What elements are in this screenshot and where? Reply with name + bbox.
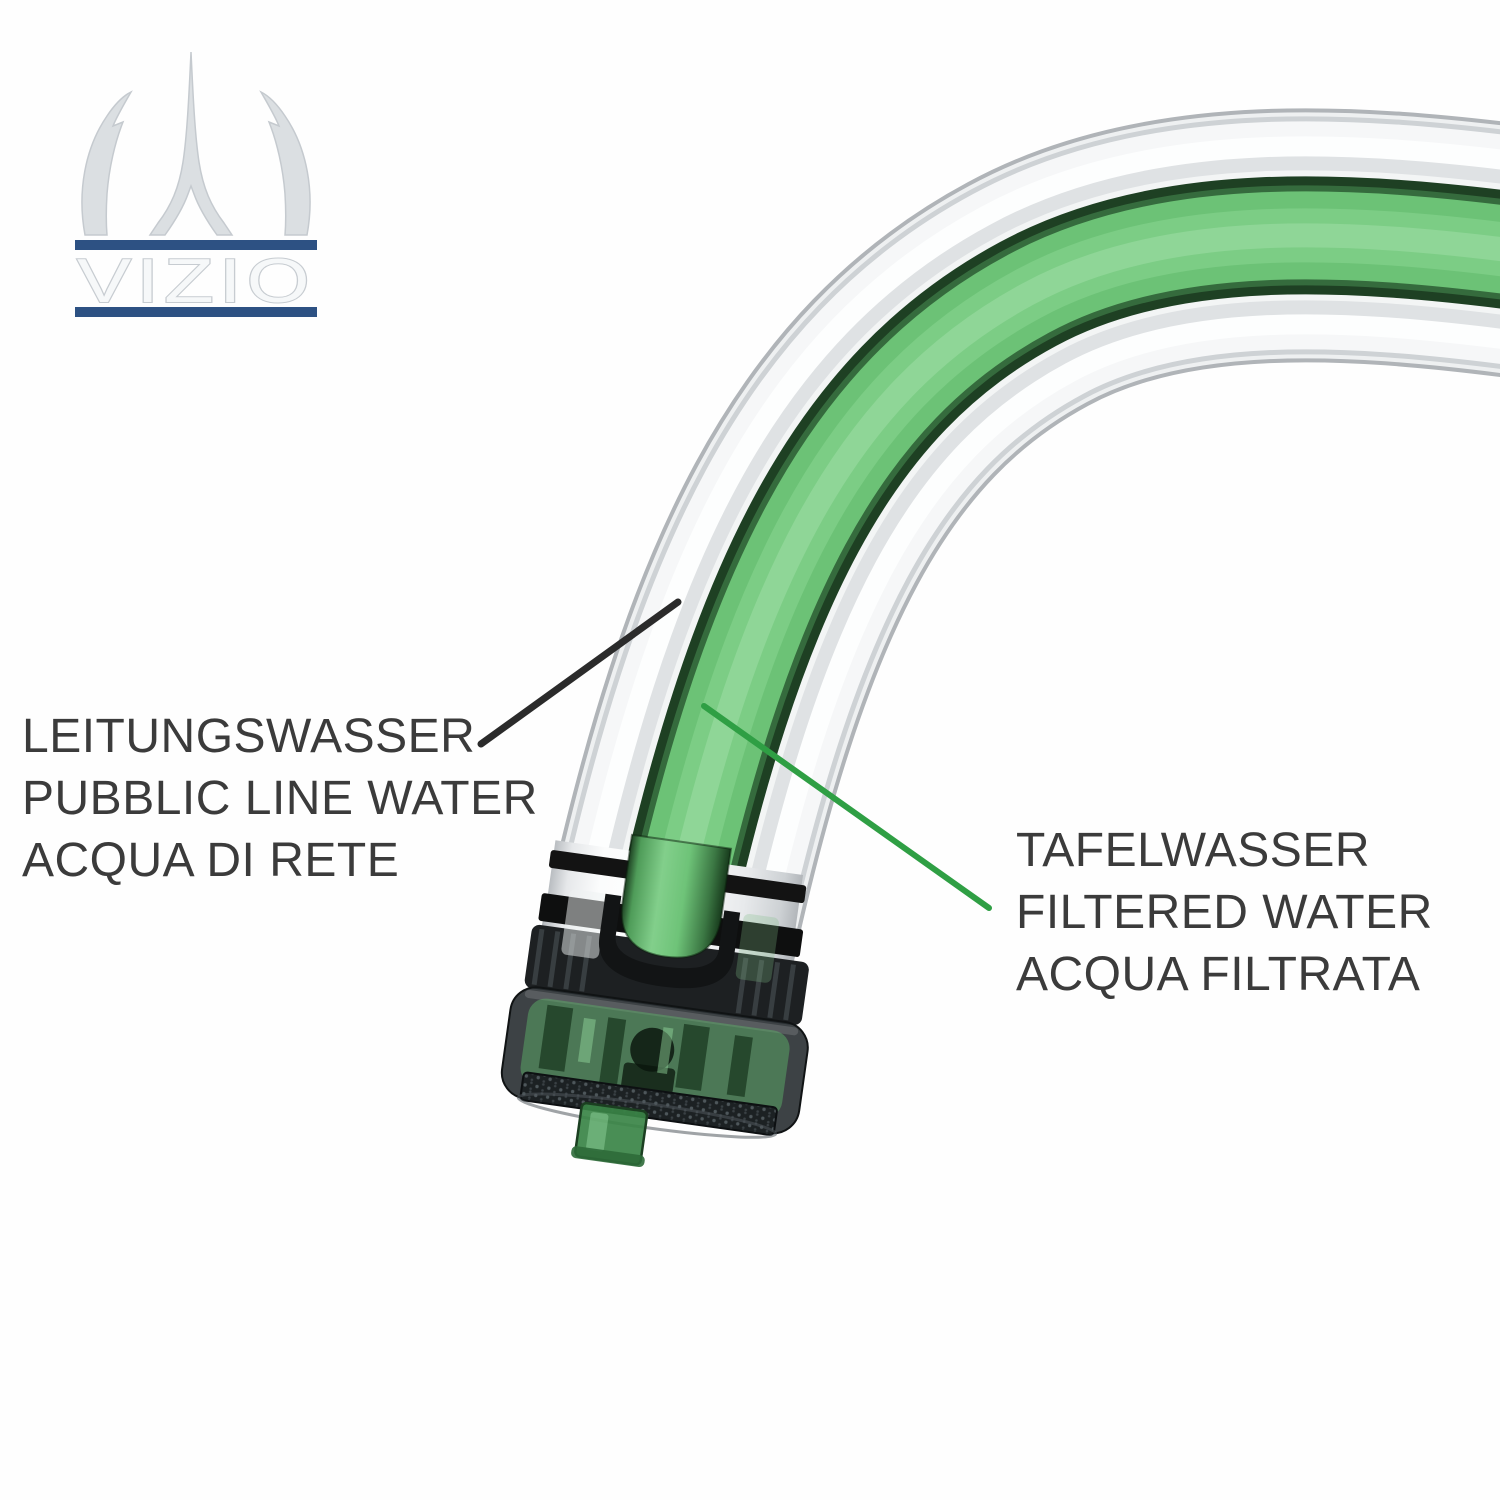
u-collar	[598, 893, 741, 989]
logo-bar-bottom	[75, 307, 317, 317]
tap-water-leader-line	[477, 598, 682, 748]
brand-logo: VIZIO	[75, 51, 317, 317]
nozzle-highlight	[586, 1112, 609, 1152]
bore-highlight-left	[561, 889, 607, 959]
nozzle-lip	[571, 1146, 645, 1168]
aerator-assembly	[500, 833, 809, 1168]
label-filtered-water-de: TAFELWASSER	[1016, 824, 1370, 877]
label-tap-water-en: PUBBLIC LINE WATER	[22, 772, 538, 825]
logo-wordmark: VIZIO	[77, 247, 315, 316]
filtered-water-leader-line	[701, 703, 992, 911]
label-tap-water: LEITUNGSWASSER PUBBLIC LINE WATER ACQUA …	[22, 706, 538, 892]
aerator-internals	[538, 1004, 753, 1098]
collar-ribs	[531, 928, 796, 1021]
label-filtered-water-en: FILTERED WATER	[1016, 886, 1433, 939]
green-tube-end	[620, 833, 733, 959]
logo-bar-top	[75, 240, 317, 250]
label-tap-water-de: LEITUNGSWASSER	[22, 710, 476, 763]
label-filtered-water: TAFELWASSER FILTERED WATER ACQUA FILTRAT…	[1016, 820, 1433, 1006]
label-filtered-water-it: ACQUA FILTRATA	[1016, 948, 1421, 1001]
cup-rim-highlight	[524, 990, 799, 1036]
label-tap-water-it: ACQUA DI RETE	[22, 834, 400, 887]
trident-crown-icon	[81, 51, 311, 236]
bore-highlight-right	[735, 913, 780, 983]
